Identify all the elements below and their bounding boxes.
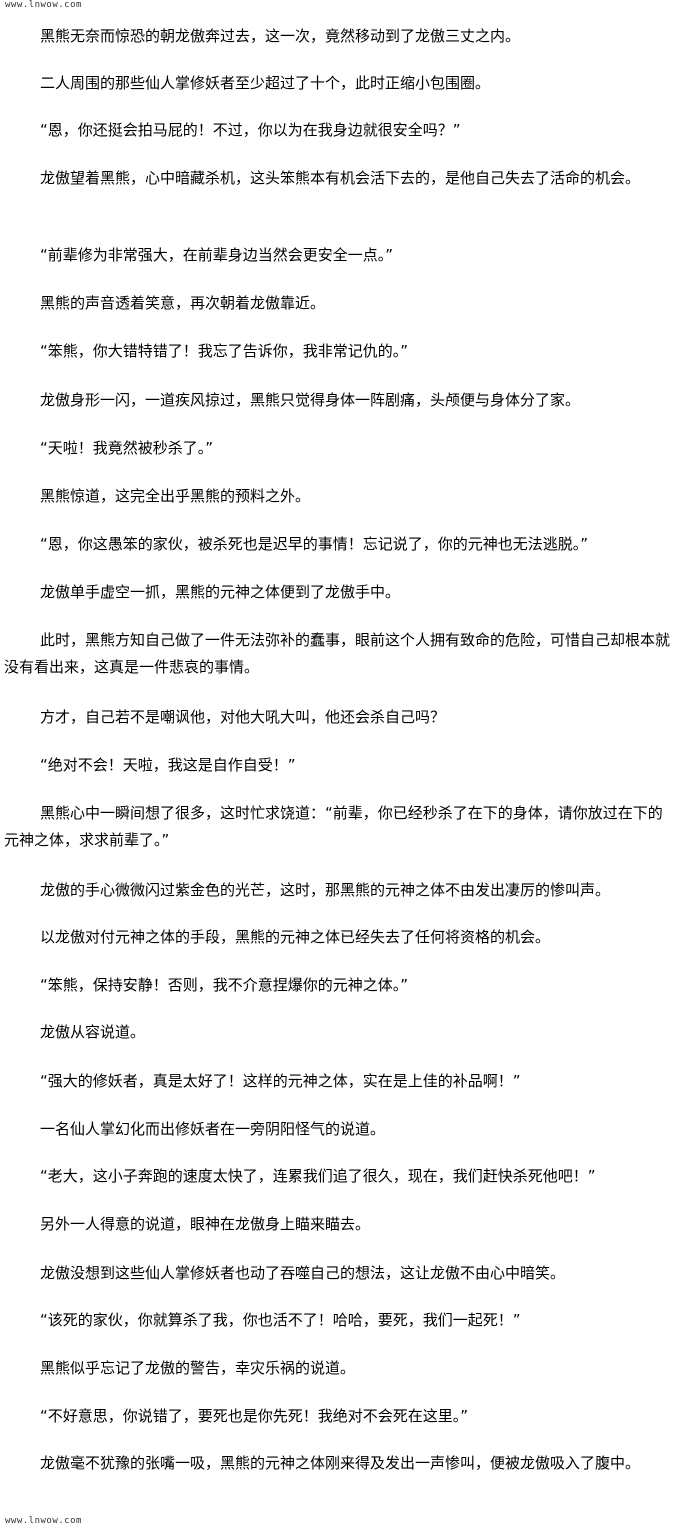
- paragraph: 龙傲没想到这些仙人掌修妖者也动了吞噬自己的想法，这让龙傲不由心中暗笑。: [40, 1264, 566, 1282]
- paragraph: 以龙傲对付元神之体的手段，黑熊的元神之体已经失去了任何将资格的机会。: [40, 928, 551, 946]
- paragraph: 黑熊的声音透着笑意，再次朝着龙傲靠近。: [40, 294, 326, 312]
- paragraph: 黑熊心中一瞬间想了很多，这时忙求饶道：“前辈，你已经秒杀了在下的身体，请你放过在…: [4, 804, 663, 849]
- paragraph: 龙傲从容说道。: [40, 1023, 146, 1041]
- paragraph: “笨熊，你大错特错了！我忘了告诉你，我非常记仇的。”: [40, 342, 409, 360]
- paragraph: “笨熊，保持安静！否则，我不介意捏爆你的元神之体。”: [40, 976, 409, 994]
- paragraph: 龙傲望着黑熊，心中暗藏杀机，这头笨熊本有机会活下去的，是他自己失去了活命的机会。: [40, 169, 641, 187]
- paragraph: 二人周围的那些仙人掌修妖者至少超过了十个，此时正缩小包围圈。: [40, 74, 491, 92]
- site-watermark-bottom: www.lnwow.com: [5, 1516, 82, 1526]
- paragraph: “强大的修妖者，真是太好了！这样的元神之体，实在是上佳的补品啊！”: [40, 1072, 521, 1090]
- site-watermark-top: www.lnwow.com: [5, 0, 82, 10]
- paragraph: 另外一人得意的说道，眼神在龙傲身上瞄来瞄去。: [40, 1215, 371, 1233]
- paragraph: 龙傲身形一闪，一道疾风掠过，黑熊只觉得身体一阵剧痛，头颅便与身体分了家。: [40, 391, 581, 409]
- paragraph: “前辈修为非常强大，在前辈身边当然会更安全一点。”: [40, 246, 394, 264]
- paragraph: 方才，自己若不是嘲讽他，对他大吼大叫，他还会杀自己吗？: [40, 708, 446, 726]
- paragraph: 黑熊无奈而惊恐的朝龙傲奔过去，这一次，竟然移动到了龙傲三丈之内。: [40, 27, 521, 45]
- paragraph: 黑熊惊道，这完全出乎黑熊的预料之外。: [40, 487, 311, 505]
- paragraph: 黑熊似乎忘记了龙傲的警告，幸灾乐祸的说道。: [40, 1359, 356, 1377]
- paragraph: 此时，黑熊方知自己做了一件无法弥补的蠢事，眼前这个人拥有致命的危险，可惜自己却根…: [4, 631, 671, 676]
- paragraph: 龙傲的手心微微闪过紫金色的光芒，这时，那黑熊的元神之体不由发出凄厉的惨叫声。: [40, 881, 611, 899]
- paragraph: “恩，你还挺会拍马屁的！不过，你以为在我身边就很安全吗？”: [40, 121, 461, 139]
- paragraph: “该死的家伙，你就算杀了我，你也活不了！哈哈，要死，我们一起死！”: [40, 1311, 521, 1329]
- paragraph: 一名仙人掌幻化而出修妖者在一旁阴阳怪气的说道。: [40, 1120, 386, 1138]
- paragraph: “恩，你这愚笨的家伙，被杀死也是迟早的事情！忘记说了，你的元神也无法逃脱。”: [40, 535, 589, 553]
- paragraph: “绝对不会！天啦，我这是自作自受！”: [40, 756, 296, 774]
- paragraph: 龙傲毫不犹豫的张嘴一吸，黑熊的元神之体刚来得及发出一声惨叫，便被龙傲吸入了腹中。: [40, 1454, 641, 1472]
- paragraph: “不好意思，你说错了，要死也是你先死！我绝对不会死在这里。”: [40, 1407, 469, 1425]
- paragraph: “天啦！我竟然被秒杀了。”: [40, 439, 214, 457]
- paragraph: 龙傲单手虚空一抓，黑熊的元神之体便到了龙傲手中。: [40, 583, 401, 601]
- paragraph: “老大，这小子奔跑的速度太快了，连累我们追了很久，现在，我们赶快杀死他吧！”: [40, 1167, 596, 1185]
